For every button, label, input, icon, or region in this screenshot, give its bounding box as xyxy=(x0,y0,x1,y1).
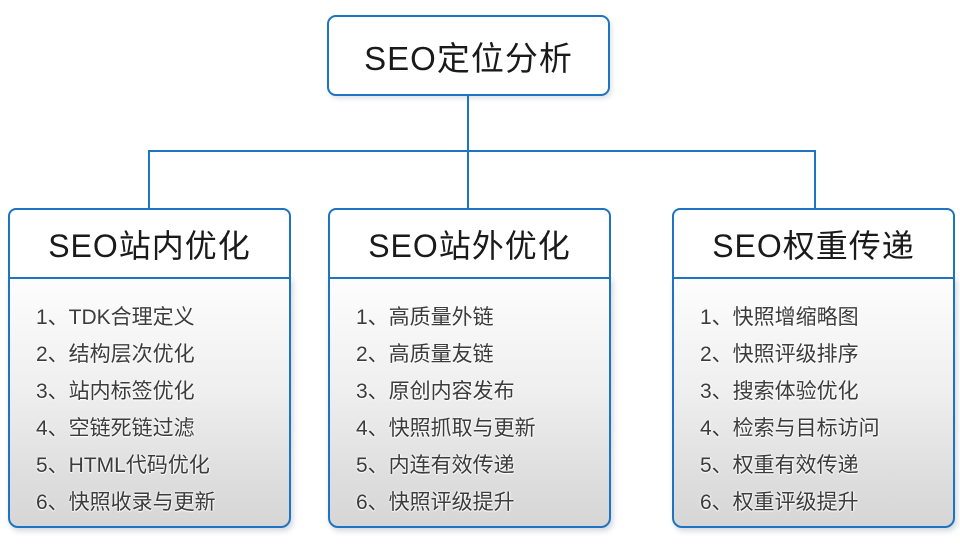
list-item: 6、权重评级提升 xyxy=(700,491,859,514)
list-item: 5、内连有效传递 xyxy=(356,454,515,477)
connector-left-vertical xyxy=(148,150,150,208)
list-item: 6、快照评级提升 xyxy=(356,491,515,514)
connector-middle-vertical xyxy=(467,150,469,208)
list-item: 6、快照收录与更新 xyxy=(36,491,216,514)
list-item: 5、权重有效传递 xyxy=(700,454,859,477)
branch-onsite-title: SEO站内优化 xyxy=(48,227,251,264)
list-item: 1、快照增缩略图 xyxy=(700,306,859,329)
branch-offsite-title: SEO站外优化 xyxy=(368,227,571,264)
list-item: 5、HTML代码优化 xyxy=(36,454,210,477)
branch-weight-header: SEO权重传递 xyxy=(672,208,955,279)
list-item: 1、高质量外链 xyxy=(356,306,494,329)
list-item: 2、结构层次优化 xyxy=(36,343,195,366)
list-item: 2、快照评级排序 xyxy=(700,343,859,366)
list-item: 3、搜索体验优化 xyxy=(700,380,859,403)
list-item: 4、快照抓取与更新 xyxy=(356,417,536,440)
branch-weight-list: 1、快照增缩略图 2、快照评级排序 3、搜索体验优化 4、检索与目标访问 5、权… xyxy=(672,277,955,528)
list-item: 4、空链死链过滤 xyxy=(36,417,195,440)
root-node-seo-positioning-analysis: SEO定位分析 xyxy=(327,15,610,96)
connector-root-vertical xyxy=(467,96,469,151)
branch-offsite-optimization: SEO站外优化 1、高质量外链 2、高质量友链 3、原创内容发布 4、快照抓取与… xyxy=(328,208,611,528)
list-item: 4、检索与目标访问 xyxy=(700,417,880,440)
branch-offsite-list: 1、高质量外链 2、高质量友链 3、原创内容发布 4、快照抓取与更新 5、内连有… xyxy=(328,277,611,528)
branch-onsite-list: 1、TDK合理定义 2、结构层次优化 3、站内标签优化 4、空链死链过滤 5、H… xyxy=(8,277,291,528)
list-item: 1、TDK合理定义 xyxy=(36,306,195,329)
branch-onsite-header: SEO站内优化 xyxy=(8,208,291,279)
list-item: 3、原创内容发布 xyxy=(356,380,515,403)
connector-horizontal xyxy=(148,150,816,152)
branch-offsite-header: SEO站外优化 xyxy=(328,208,611,279)
list-item: 2、高质量友链 xyxy=(356,343,494,366)
list-item: 3、站内标签优化 xyxy=(36,380,195,403)
branch-onsite-optimization: SEO站内优化 1、TDK合理定义 2、结构层次优化 3、站内标签优化 4、空链… xyxy=(8,208,291,528)
root-node-label: SEO定位分析 xyxy=(364,39,573,77)
branch-weight-transfer: SEO权重传递 1、快照增缩略图 2、快照评级排序 3、搜索体验优化 4、检索与… xyxy=(672,208,955,528)
connector-right-vertical xyxy=(814,150,816,208)
branch-weight-title: SEO权重传递 xyxy=(712,227,915,264)
